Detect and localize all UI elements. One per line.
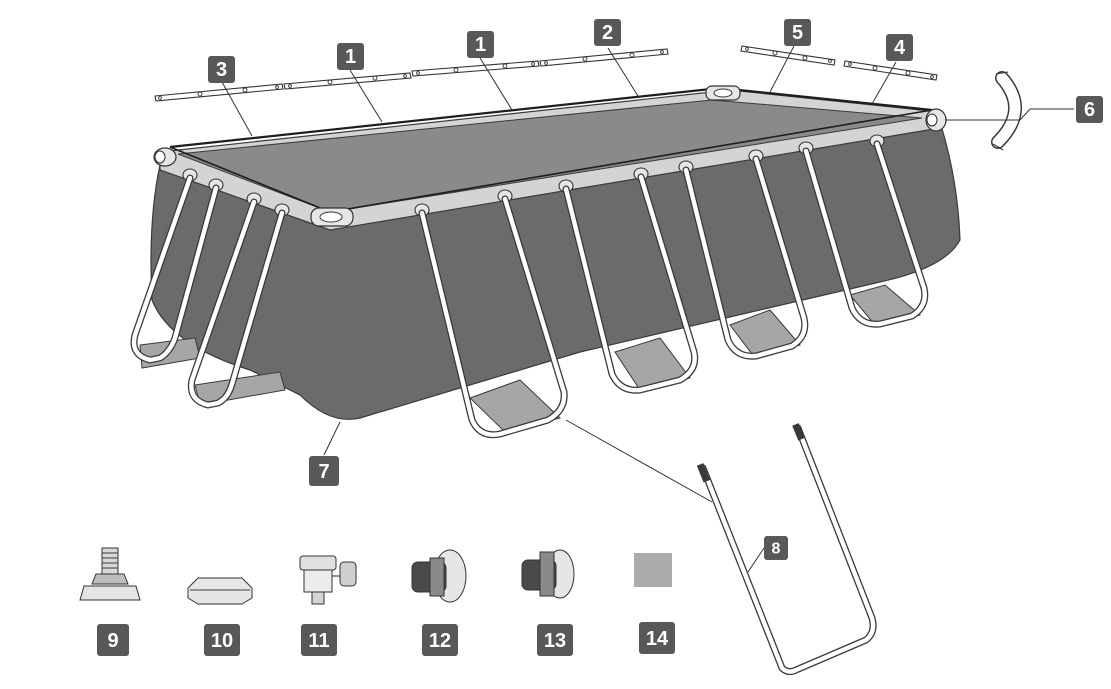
badge-13-text: 13 — [544, 630, 566, 652]
rail-3 — [154, 83, 284, 102]
corner-joint-left — [153, 147, 177, 167]
badge-2: 2 — [594, 19, 621, 46]
badge-2-text: 2 — [602, 22, 613, 44]
part-9-drawing — [79, 547, 141, 601]
badge-1a: 1 — [337, 43, 364, 70]
badge-3: 3 — [208, 56, 235, 83]
corner-joint-back — [705, 85, 741, 101]
corner-joint-front — [310, 207, 354, 227]
badge-4: 4 — [886, 34, 913, 61]
badge-1b-text: 1 — [475, 34, 486, 56]
part-12-drawing — [411, 549, 467, 603]
badge-7-text: 7 — [318, 461, 329, 483]
corner-joint-right — [925, 108, 947, 132]
part-13-drawing — [521, 549, 575, 599]
pool-body — [130, 85, 961, 439]
rail-1b — [411, 60, 540, 77]
rail-5 — [740, 45, 836, 66]
badge-3-text: 3 — [216, 59, 227, 81]
badge-6-text: 6 — [1084, 99, 1095, 121]
badge-11-text: 11 — [308, 630, 329, 652]
part-10-drawing — [187, 577, 253, 605]
badge-14: 14 — [639, 622, 675, 654]
badge-6: 6 — [1076, 96, 1103, 123]
badge-14-text: 14 — [646, 628, 669, 650]
badge-10-text: 10 — [211, 630, 233, 652]
badge-1b: 1 — [467, 31, 494, 58]
badge-9-text: 9 — [107, 630, 118, 652]
badge-12: 12 — [422, 624, 458, 656]
badge-8-text: 8 — [772, 541, 781, 558]
badge-7: 7 — [309, 456, 339, 486]
u-support-part — [696, 423, 877, 676]
badge-4-text: 4 — [894, 37, 906, 59]
badge-9: 9 — [97, 624, 129, 656]
top-rails — [154, 45, 938, 102]
badge-5: 5 — [784, 19, 811, 46]
rail-2 — [539, 48, 669, 67]
badge-13: 13 — [537, 624, 573, 656]
badge-10: 10 — [204, 624, 240, 656]
badge-1a-text: 1 — [345, 46, 356, 68]
leader-lines — [221, 45, 1074, 573]
badge-11: 11 — [301, 624, 337, 656]
badge-12-text: 12 — [429, 630, 451, 652]
water-surface — [177, 99, 923, 213]
corner-joint-part — [991, 71, 1023, 151]
badge-8: 8 — [764, 536, 788, 560]
part-11-drawing — [299, 555, 357, 605]
u-legs — [130, 140, 929, 439]
patch-square — [634, 553, 672, 587]
rail-4 — [843, 60, 938, 81]
badge-5-text: 5 — [792, 22, 803, 44]
rail-1a — [283, 72, 412, 90]
